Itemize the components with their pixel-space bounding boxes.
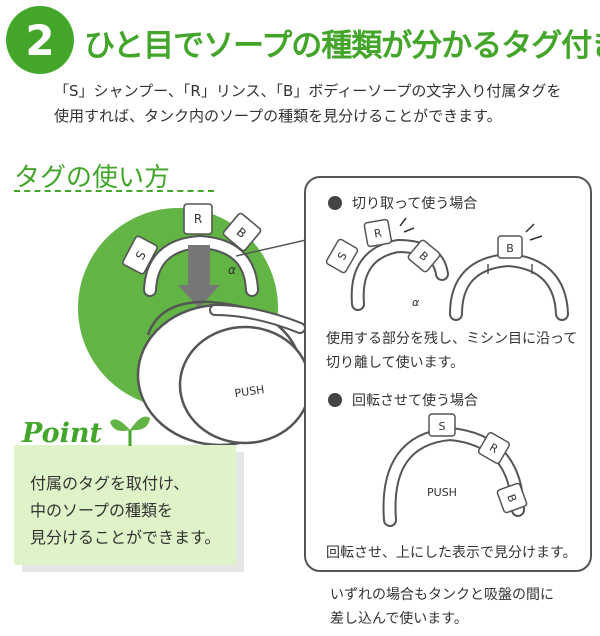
tag-b-icon: B	[496, 482, 528, 514]
tag-s-icon: S	[428, 413, 456, 437]
dispenser-illustration: S R B α PUSH	[78, 203, 310, 447]
cut-case-desc-1: 使用する部分を残し、ミシン目に沿って	[326, 331, 578, 347]
footer-text-1: いずれの場合もタンクと吸盤の間に	[330, 587, 554, 603]
rotate-case-title: 回転させて使う場合	[352, 393, 478, 409]
tag-r-icon: R	[183, 203, 213, 235]
tag-b-icon: B	[497, 235, 523, 259]
connector-line	[236, 239, 307, 257]
step-number-badge	[6, 6, 74, 74]
step-number: 2	[25, 15, 55, 65]
point-text-1: 付属のタグを取付け、	[30, 474, 190, 493]
rotate-case-desc: 回転させ、上にした表示で見分けます。	[326, 545, 577, 561]
cut-case-title: 切り取って使う場合	[352, 196, 478, 212]
sprout-icon	[110, 416, 150, 446]
intro-line-2: 使用すれば、タンク内のソープの種類を見分けることができます。	[54, 107, 502, 125]
rotate-case-illustration: S R B PUSH	[382, 413, 528, 527]
tag-r-icon: R	[477, 431, 511, 465]
tag-s-icon: S	[122, 235, 158, 275]
cut-case-desc-2: 切り離して使います。	[326, 355, 465, 371]
svg-text:B: B	[504, 492, 519, 504]
footer-text-2: 差し込んで使います。	[330, 611, 468, 627]
point-text-2: 中のソープの種類を	[30, 501, 174, 520]
info-box	[304, 176, 592, 572]
bullet-icon	[328, 196, 342, 210]
tag-r-icon: R	[363, 218, 393, 248]
page-title: ひと目でソープの種類が分かるタグ付き	[84, 28, 600, 64]
svg-text:R: R	[373, 226, 383, 240]
cut-case-illustration: S R B α B	[325, 217, 569, 321]
usage-heading-underline	[14, 190, 214, 192]
tag-b-icon: B	[407, 239, 441, 273]
bullet-icon	[328, 393, 342, 407]
point-box	[14, 445, 236, 565]
usage-heading: タグの使い方	[14, 163, 171, 193]
point-text-3: 見分けることができます。	[30, 528, 221, 547]
point-label: Point	[22, 418, 102, 449]
arrow-down-icon	[188, 245, 210, 287]
push-label: PUSH	[427, 486, 457, 499]
push-label: PUSH	[234, 383, 265, 400]
alpha-label: α	[228, 263, 236, 277]
svg-text:α: α	[412, 296, 420, 309]
intro-line-1: 「S」シャンプー、「R」リンス、「B」ボディーソープの文字入り付属タグを	[54, 82, 562, 100]
tag-s-icon: S	[325, 238, 359, 274]
svg-text:B: B	[506, 242, 514, 255]
svg-text:S: S	[439, 420, 446, 433]
tag-b-icon: B	[222, 212, 262, 252]
svg-text:R: R	[194, 212, 202, 226]
